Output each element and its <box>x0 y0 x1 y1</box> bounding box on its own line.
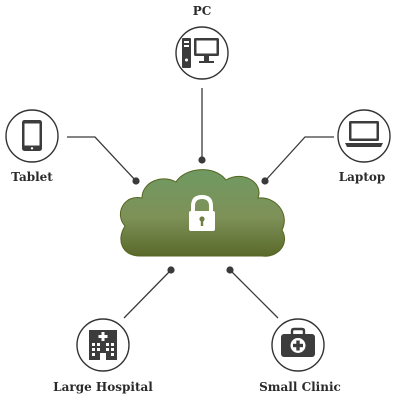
padlock-icon <box>189 194 215 231</box>
laptop-icon <box>345 121 383 147</box>
connector-large-hospital <box>123 269 172 319</box>
dot-pc <box>198 156 206 164</box>
tablet-icon <box>22 120 42 151</box>
node-large-hospital[interactable] <box>76 318 130 372</box>
dot-small-clinic <box>226 266 234 274</box>
node-tablet[interactable] <box>5 109 59 163</box>
node-pc[interactable] <box>175 26 229 80</box>
connector-tablet <box>67 136 137 182</box>
node-small-clinic-label: Small Clinic <box>259 380 341 394</box>
cloud <box>119 169 285 257</box>
connectors <box>67 88 334 319</box>
dot-large-hospital <box>167 266 175 274</box>
node-large-hospital-label: Large Hospital <box>53 380 153 394</box>
dot-tablet <box>132 177 140 185</box>
connector-small-clinic <box>229 269 279 319</box>
connector-laptop <box>264 136 334 182</box>
connector-dots <box>132 156 269 274</box>
dot-laptop <box>261 177 269 185</box>
hospital-building-icon <box>89 330 117 360</box>
node-small-clinic[interactable] <box>271 318 325 372</box>
node-tablet-label: Tablet <box>11 170 53 184</box>
node-laptop-label: Laptop <box>338 170 386 184</box>
node-laptop[interactable] <box>337 109 391 163</box>
medical-kit-icon <box>281 327 315 357</box>
node-pc-label: PC <box>192 4 212 18</box>
desktop-computer-icon <box>182 38 219 68</box>
